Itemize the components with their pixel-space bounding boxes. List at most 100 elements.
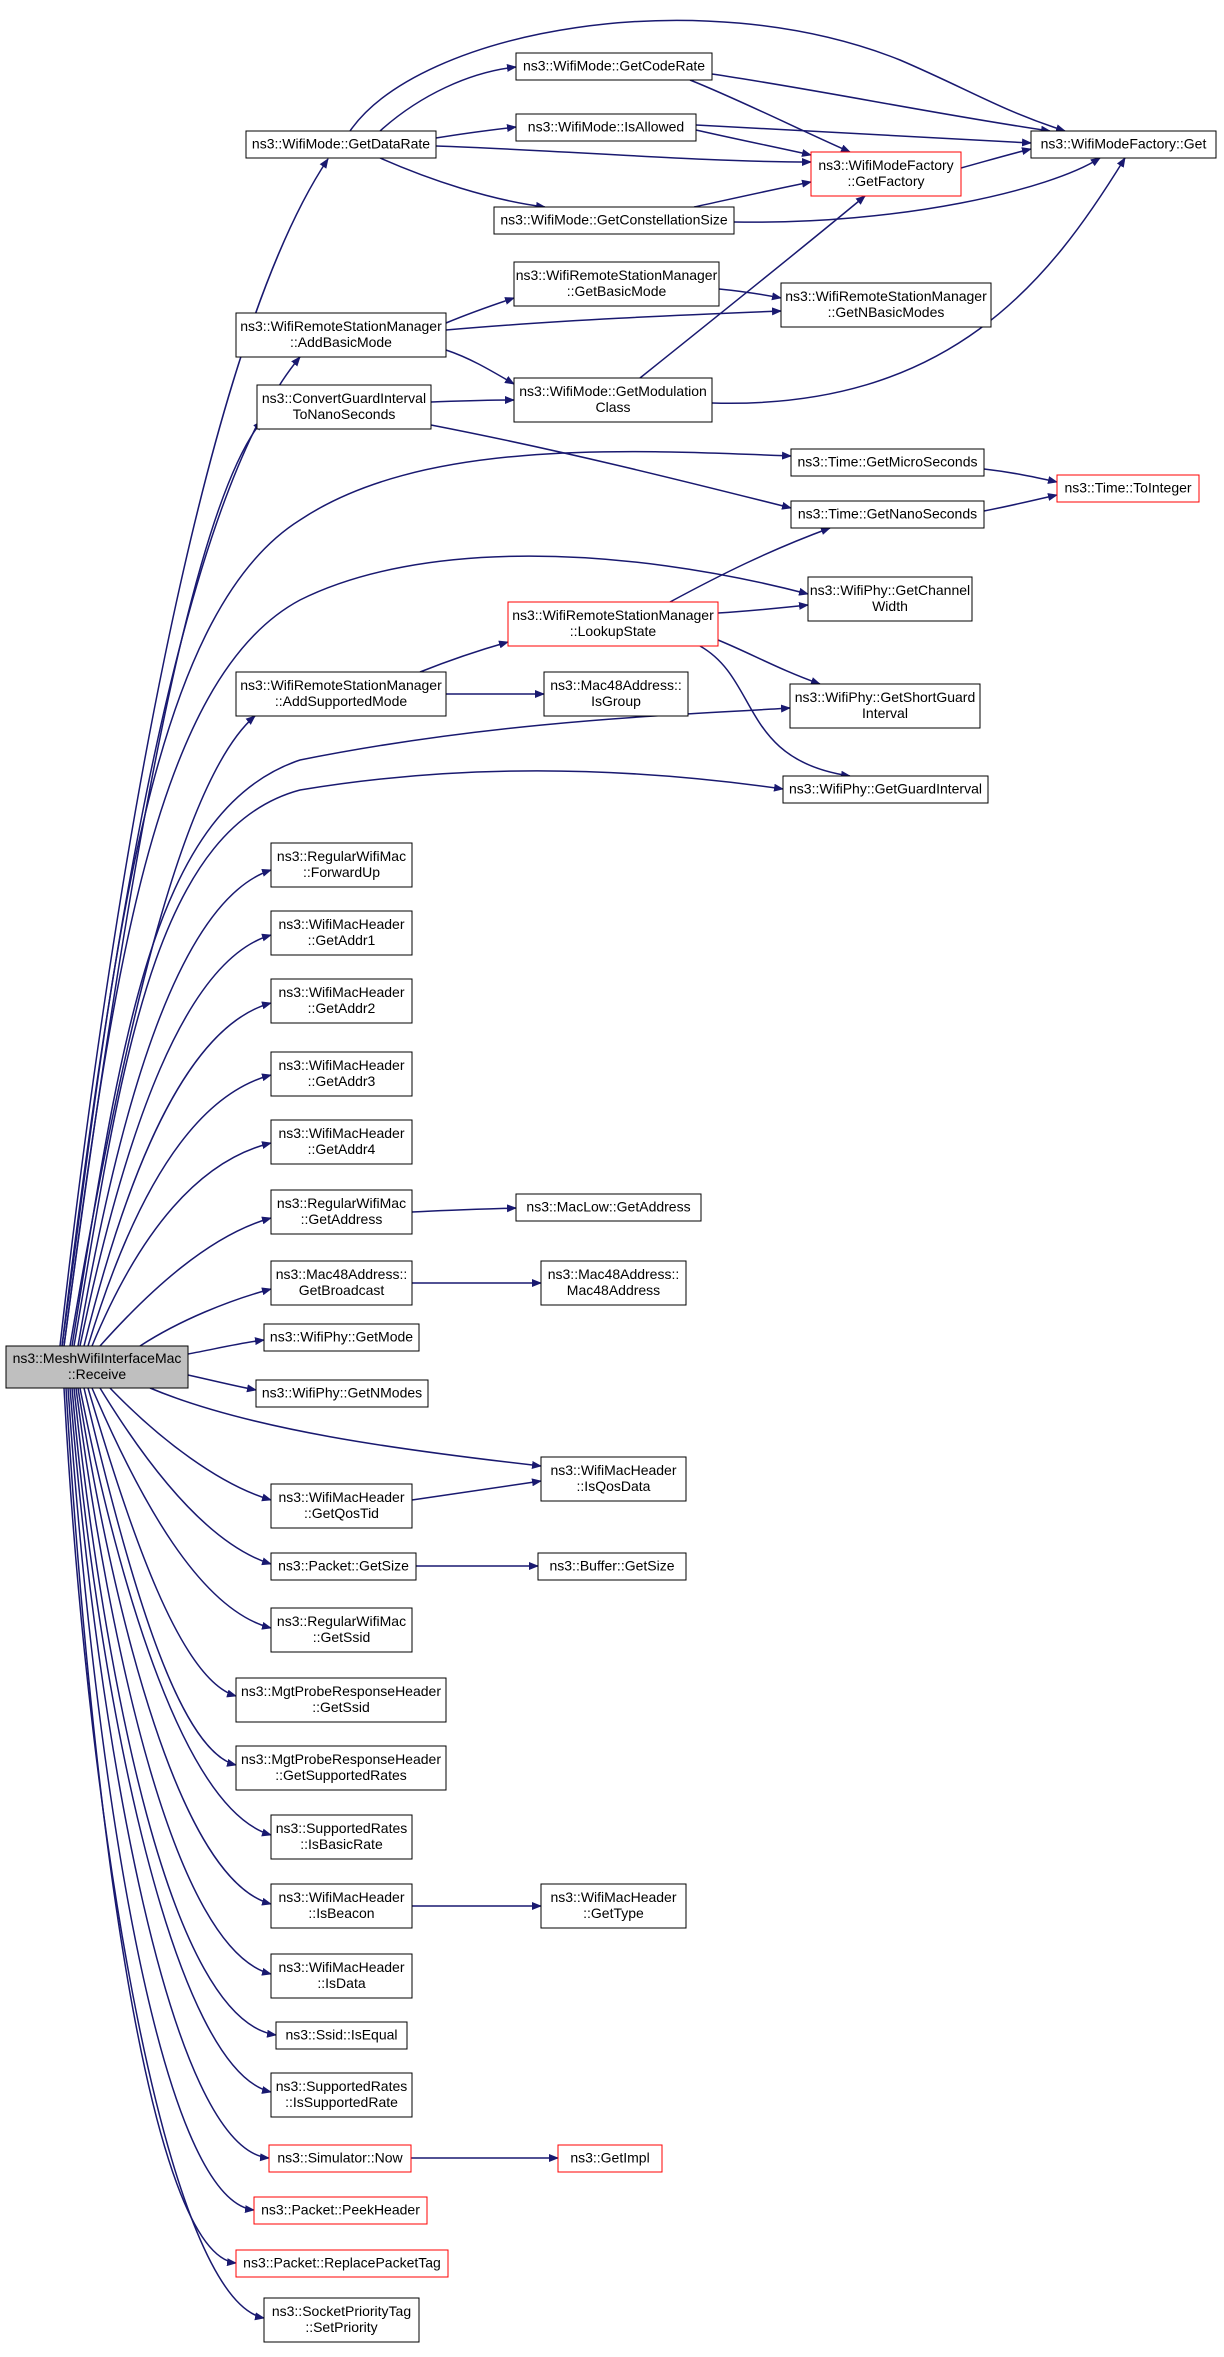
edge-root-to-MgtGetSupportedRates xyxy=(83,1387,237,1767)
node-add-supported-mode[interactable]: ns3::WifiRemoteStationManager::AddSuppor… xyxy=(235,671,447,717)
node-is-basic-rate[interactable]: ns3::SupportedRates::IsBasicRate xyxy=(270,1814,413,1860)
node-replace-packet-tag[interactable]: ns3::Packet::ReplacePacketTag xyxy=(235,2249,449,2278)
node-get-nmodes[interactable]: ns3::WifiPhy::GetNModes xyxy=(255,1379,429,1408)
node-label: ::IsData xyxy=(317,1975,365,1991)
node-box xyxy=(235,1745,447,1791)
node-label: ::GetType xyxy=(583,1905,644,1921)
node-forward-up[interactable]: ns3::RegularWifiMac::ForwardUp xyxy=(270,842,413,888)
node-label: ns3::WifiModeFactory::Get xyxy=(1041,136,1207,152)
node-label: ns3::Simulator::Now xyxy=(277,2150,403,2166)
node-packet-get-size[interactable]: ns3::Packet::GetSize xyxy=(270,1552,417,1581)
node-label: ::IsBeacon xyxy=(308,1905,374,1921)
node-is-data[interactable]: ns3::WifiMacHeader::IsData xyxy=(270,1953,413,1999)
node-get-constellation-size[interactable]: ns3::WifiMode::GetConstellationSize xyxy=(493,206,735,235)
node-lookup-state[interactable]: ns3::WifiRemoteStationManager::LookupSta… xyxy=(507,601,719,647)
node-label: IsGroup xyxy=(591,693,641,709)
node-get-addr1[interactable]: ns3::WifiMacHeader::GetAddr1 xyxy=(270,910,413,956)
node-label: ns3::Mac48Address:: xyxy=(276,1266,408,1282)
node-factory-get[interactable]: ns3::WifiModeFactory::Get xyxy=(1030,130,1217,159)
edge-root-to-GetAddr4 xyxy=(91,1141,272,1347)
edge-GetCodeRate-to-GetFactory xyxy=(689,79,851,153)
node-is-supported-rate[interactable]: ns3::SupportedRates::IsSupportedRate xyxy=(270,2072,413,2118)
node-get-broadcast[interactable]: ns3::Mac48Address::GetBroadcast xyxy=(270,1260,413,1306)
node-box xyxy=(270,1607,413,1653)
edge-root-to-AddSupportedMode xyxy=(69,715,256,1347)
edge-AddBasicMode-to-GetModulationClass xyxy=(445,349,515,385)
node-box xyxy=(270,1260,413,1306)
node-get-nano-seconds[interactable]: ns3::Time::GetNanoSeconds xyxy=(790,500,985,529)
node-label: ::GetSsid xyxy=(313,1629,371,1645)
edge-root-to-GetChannelWidth xyxy=(63,555,809,1347)
node-buffer-get-size[interactable]: ns3::Buffer::GetSize xyxy=(537,1552,687,1581)
edge-root-to-GetBroadcast xyxy=(139,1287,272,1347)
node-get-data-rate[interactable]: ns3::WifiMode::GetDataRate xyxy=(245,130,437,159)
edge-root-to-IsEqual xyxy=(73,1387,277,2038)
edge-root-to-GetMicroSeconds xyxy=(61,450,792,1347)
edge-root-to-PacketGetSize xyxy=(99,1387,272,1566)
node-get-addr4[interactable]: ns3::WifiMacHeader::GetAddr4 xyxy=(270,1119,413,1165)
node-box xyxy=(537,1552,687,1581)
node-mac48-address[interactable]: ns3::Mac48Address::Mac48Address xyxy=(540,1260,687,1306)
node-label: ns3::Ssid::IsEqual xyxy=(285,2027,397,2043)
node-box xyxy=(1056,474,1200,503)
node-mac-low-get-address[interactable]: ns3::MacLow::GetAddress xyxy=(515,1193,702,1222)
node-label: ns3::WifiMacHeader xyxy=(550,1462,676,1478)
node-label: Mac48Address xyxy=(567,1282,660,1298)
node-get-mode[interactable]: ns3::WifiPhy::GetMode xyxy=(263,1323,420,1352)
edge-root-to-GetGuardInterval xyxy=(73,770,784,1347)
edge-GetNanoSeconds-to-ToInteger xyxy=(983,493,1058,512)
node-get-addr2[interactable]: ns3::WifiMacHeader::GetAddr2 xyxy=(270,978,413,1024)
node-is-beacon[interactable]: ns3::WifiMacHeader::IsBeacon xyxy=(270,1883,413,1929)
node-box xyxy=(270,1883,413,1929)
node-now[interactable]: ns3::Simulator::Now xyxy=(268,2144,412,2173)
node-box xyxy=(263,1323,420,1352)
node-box xyxy=(235,312,447,358)
node-label: ns3::WifiPhy::GetMode xyxy=(270,1329,413,1345)
node-box xyxy=(270,1051,413,1097)
node-is-qos-data[interactable]: ns3::WifiMacHeader::IsQosData xyxy=(540,1456,687,1502)
node-get-factory[interactable]: ns3::WifiModeFactory::GetFactory xyxy=(810,151,962,197)
node-label: ns3::MgtProbeResponseHeader xyxy=(241,1683,441,1699)
node-label: ::GetAddr1 xyxy=(308,932,376,948)
edge-root-to-Now xyxy=(69,1387,270,2162)
node-box xyxy=(515,52,713,81)
node-rwmget-address[interactable]: ns3::RegularWifiMac::GetAddress xyxy=(270,1189,413,1235)
node-set-priority[interactable]: ns3::SocketPriorityTag::SetPriority xyxy=(263,2297,420,2343)
node-box xyxy=(235,671,447,717)
node-box xyxy=(263,2297,420,2343)
node-get-code-rate[interactable]: ns3::WifiMode::GetCodeRate xyxy=(515,52,713,81)
node-label: ns3::WifiRemoteStationManager xyxy=(240,677,442,693)
node-box xyxy=(810,151,962,197)
node-label: ns3::GetImpl xyxy=(570,2150,649,2166)
node-is-group[interactable]: ns3::Mac48Address::IsGroup xyxy=(543,671,689,717)
node-box xyxy=(270,842,413,888)
node-get-nbasic-modes[interactable]: ns3::WifiRemoteStationManager::GetNBasic… xyxy=(780,282,992,328)
node-is-equal[interactable]: ns3::Ssid::IsEqual xyxy=(275,2021,408,2050)
node-get-micro-seconds[interactable]: ns3::Time::GetMicroSeconds xyxy=(790,448,985,477)
node-label: ::IsSupportedRate xyxy=(285,2094,398,2110)
node-rwmget-ssid[interactable]: ns3::RegularWifiMac::GetSsid xyxy=(270,1607,413,1653)
node-is-allowed[interactable]: ns3::WifiMode::IsAllowed xyxy=(515,113,697,142)
node-get-guard-interval[interactable]: ns3::WifiPhy::GetGuardInterval xyxy=(782,775,989,804)
node-get-basic-mode[interactable]: ns3::WifiRemoteStationManager::GetBasicM… xyxy=(513,261,720,307)
node-add-basic-mode[interactable]: ns3::WifiRemoteStationManager::AddBasicM… xyxy=(235,312,447,358)
node-mgt-get-supported-rates[interactable]: ns3::MgtProbeResponseHeader::GetSupporte… xyxy=(235,1745,447,1791)
edge-GetModulationClass-to-FactoryGet xyxy=(711,157,1126,404)
node-peek-header[interactable]: ns3::Packet::PeekHeader xyxy=(253,2196,428,2225)
node-mgt-get-ssid[interactable]: ns3::MgtProbeResponseHeader::GetSsid xyxy=(235,1677,447,1723)
node-get-impl[interactable]: ns3::GetImpl xyxy=(557,2144,663,2173)
node-to-integer[interactable]: ns3::Time::ToInteger xyxy=(1056,474,1200,503)
node-get-addr3[interactable]: ns3::WifiMacHeader::GetAddr3 xyxy=(270,1051,413,1097)
edge-root-to-SetPriority xyxy=(63,1387,265,2321)
node-label: ns3::Packet::ReplacePacketTag xyxy=(243,2255,441,2271)
node-get-type[interactable]: ns3::WifiMacHeader::GetType xyxy=(540,1883,687,1929)
node-box xyxy=(270,1953,413,1999)
node-label: ::GetBasicMode xyxy=(567,283,667,299)
node-box xyxy=(270,978,413,1024)
edge-LookupState-to-GetGuardInterval xyxy=(699,645,851,779)
node-get-qos-tid[interactable]: ns3::WifiMacHeader::GetQosTid xyxy=(270,1483,413,1529)
